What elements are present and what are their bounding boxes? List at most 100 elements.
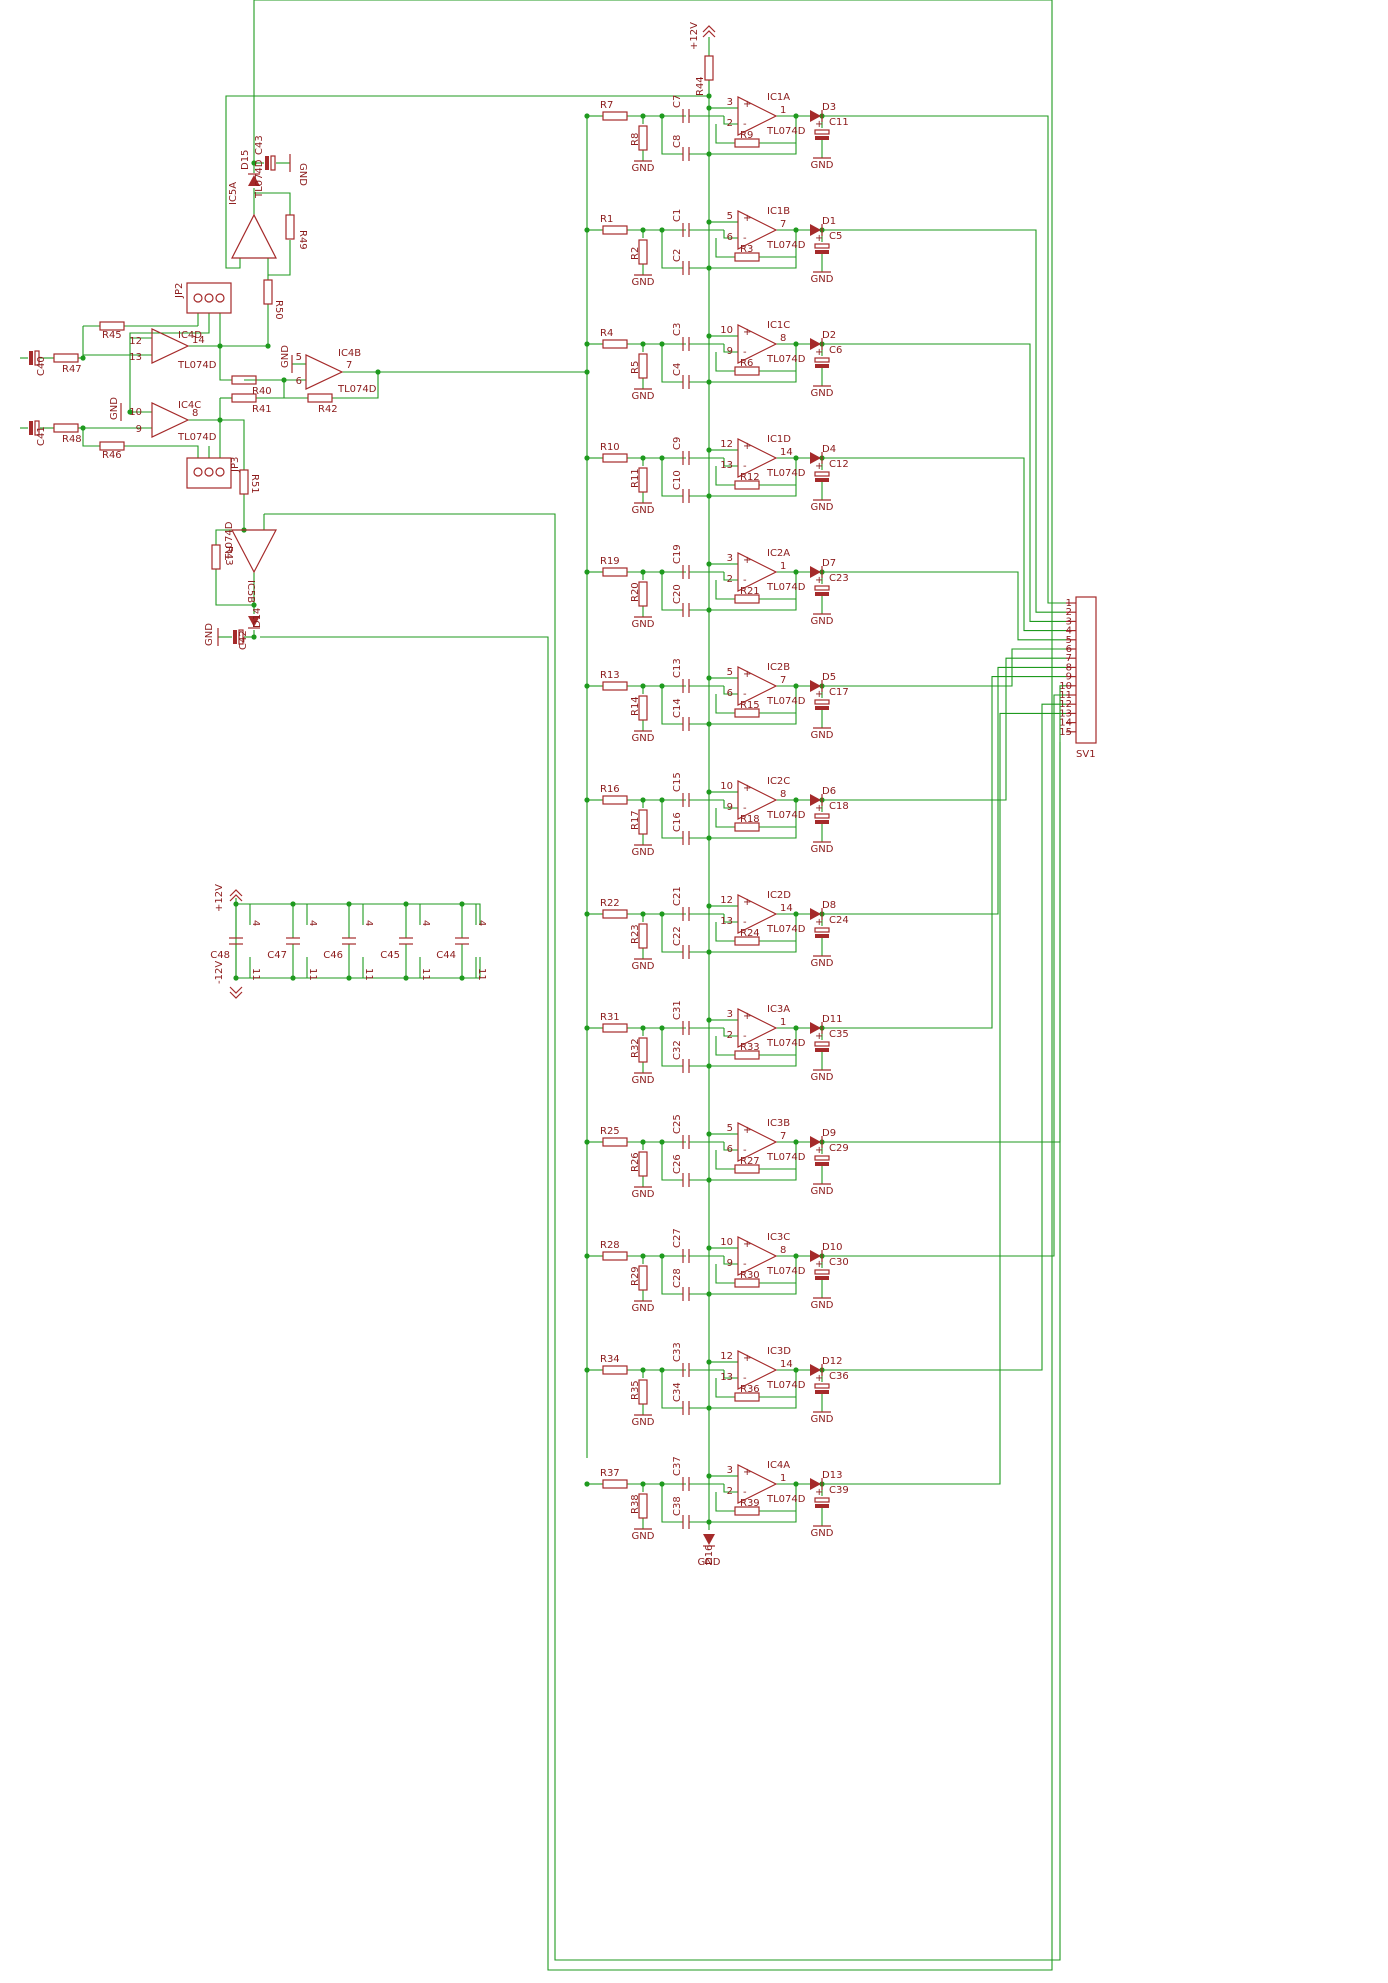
wire (822, 694, 1066, 1257)
header-pin (204, 467, 214, 477)
shunt-resistor (638, 809, 648, 835)
r40-resistor (231, 375, 257, 385)
wire (715, 1378, 735, 1398)
polarity-sign: + (815, 1031, 823, 1042)
input-capacitor (682, 679, 690, 693)
wire (822, 115, 1066, 604)
connector-pin-number: 1 (1066, 598, 1072, 609)
junction-dot (233, 901, 239, 907)
opamp-label: IC3A (767, 1004, 790, 1015)
output-diode-label: D9 (822, 1128, 836, 1139)
output-diode-label: D13 (822, 1470, 842, 1481)
polarity-sign: + (815, 1487, 823, 1498)
r51-resistor (239, 469, 249, 495)
opamp-minus-sign: - (743, 917, 747, 928)
pin-number: 9 (727, 1258, 733, 1269)
feedback-capacitor (682, 603, 690, 617)
pin-number: 3 (727, 553, 733, 564)
wire (254, 192, 291, 215)
output-diode-label: D12 (822, 1356, 842, 1367)
feedback-capacitor (682, 147, 690, 161)
wire (822, 343, 1066, 622)
shunt-resistor-label: R11 (630, 468, 641, 488)
pin-number: 14 (780, 903, 793, 914)
feedback-resistor-label: R30 (740, 1270, 760, 1281)
smoothing-capacitor (814, 1497, 830, 1508)
opamp-type-label: TL074D (766, 468, 806, 479)
wire (689, 713, 797, 725)
wire (661, 116, 683, 155)
wire (822, 571, 1066, 641)
opamp-type-label: TL074D (766, 1266, 806, 1277)
input-capacitor (682, 1249, 690, 1263)
wire (715, 922, 735, 942)
opamp-label: IC2A (767, 548, 790, 559)
polarity-sign: + (815, 917, 823, 928)
connector-pin-number: 4 (1066, 626, 1072, 637)
input-resistor-label: R37 (600, 1468, 620, 1479)
junction-dot (281, 377, 287, 383)
ground-label: GND (204, 623, 215, 646)
pin-number: 6 (727, 1144, 733, 1155)
shunt-resistor (638, 695, 648, 721)
shunt-resistor-label: R26 (630, 1152, 641, 1172)
smoothing-capacitor-label: C23 (829, 573, 849, 584)
pin-number: 10 (129, 407, 142, 418)
input-capacitor-label: C1 (672, 209, 683, 222)
opamp-label: IC1C (767, 320, 790, 331)
opamp-type-label: TL074D (766, 354, 806, 365)
opamp-type-label: TL074D (766, 924, 806, 935)
decoupling-capacitor (399, 937, 413, 945)
wire (661, 1370, 683, 1409)
opamp-minus-sign: - (743, 1145, 747, 1156)
opamp-minus-sign: - (743, 1031, 747, 1042)
ground-label: GND (632, 391, 655, 402)
wire (689, 371, 797, 383)
r42-resistor (307, 393, 333, 403)
input-capacitor-label: C37 (672, 1456, 683, 1476)
wire (661, 800, 683, 839)
ground-label: GND (811, 958, 834, 969)
pin-number: 4 (250, 920, 261, 926)
smoothing-capacitor-label: C29 (829, 1143, 849, 1154)
d14-label: D14 (252, 608, 263, 628)
header-pin (204, 293, 214, 303)
wire (689, 599, 797, 611)
output-diode (810, 1250, 823, 1262)
output-diode (810, 1364, 823, 1376)
shunt-resistor-label: R8 (630, 133, 641, 146)
pin-number: 5 (296, 352, 302, 363)
feedback-capacitor (682, 1401, 690, 1415)
opamp-ic1b (737, 210, 778, 250)
feedback-resistor-label: R12 (740, 472, 760, 483)
opamp-label: IC2D (767, 890, 791, 901)
feedback-capacitor (682, 1173, 690, 1187)
pin-number: 10 (720, 781, 733, 792)
smoothing-capacitor (814, 1155, 830, 1166)
output-diode-label: D7 (822, 558, 836, 569)
wire (723, 230, 738, 239)
jp2-header (186, 282, 232, 314)
input-resistor (602, 1365, 628, 1375)
wire (129, 313, 210, 412)
output-diode-label: D2 (822, 330, 836, 341)
d15-diode (248, 173, 260, 186)
wire (236, 957, 481, 979)
input-capacitor-label: C3 (672, 323, 683, 336)
r45-label: R45 (102, 330, 122, 341)
input-resistor (602, 111, 628, 121)
input-resistor-label: R16 (600, 784, 620, 795)
output-diode (810, 1022, 823, 1034)
vcc-label: +12V (689, 22, 700, 50)
opamp-label: IC4D (178, 330, 202, 341)
r48-label: R48 (62, 434, 82, 445)
c42-capacitor (233, 629, 244, 645)
junction-dot (251, 602, 257, 608)
opamp-ic2b (737, 666, 778, 706)
pin-number: 5 (727, 1123, 733, 1134)
opamp-label: IC3D (767, 1346, 791, 1357)
opamp-plus-sign: + (743, 213, 751, 224)
d16-diode (703, 1534, 715, 1547)
pin-number: 13 (720, 460, 733, 471)
output-diode-label: D8 (822, 900, 836, 911)
